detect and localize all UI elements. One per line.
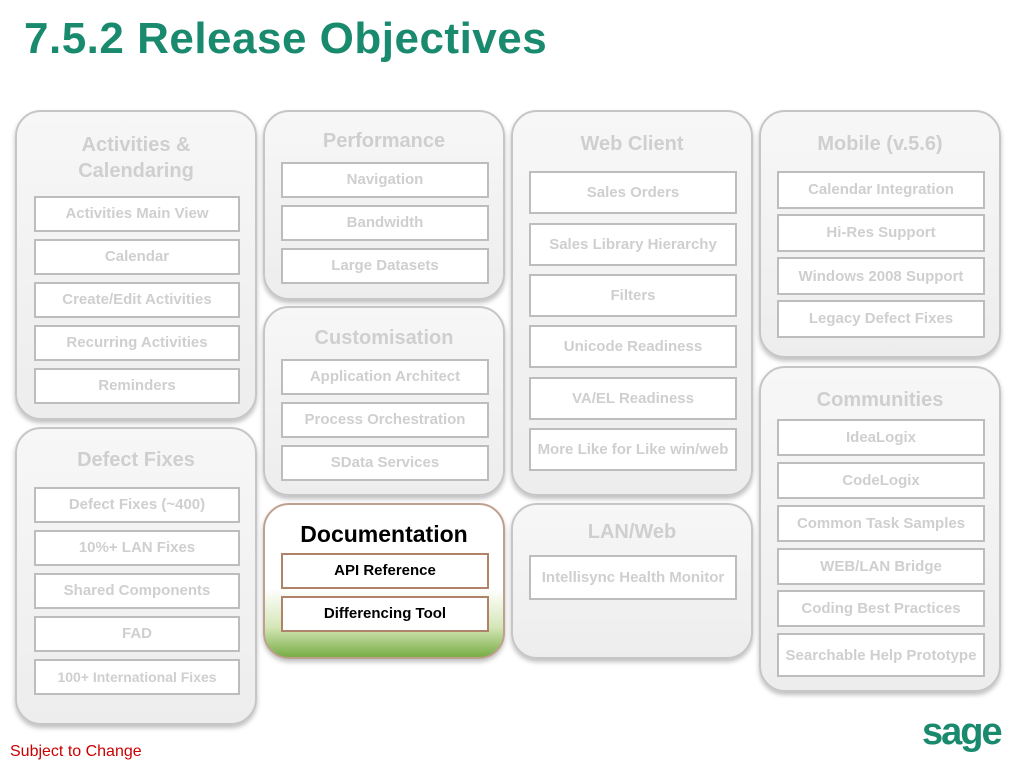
item-activities-main-view: Activities Main View [34,196,240,232]
page-title: 7.5.2 Release Objectives [24,14,548,63]
item-navigation: Navigation [281,162,489,198]
panel-title: Mobile (v.5.6) [817,133,943,155]
item-unicode-readiness: Unicode Readiness [529,325,737,368]
item-process-orchestration: Process Orchestration [281,402,489,438]
panel-activities-calendaring: Activities & Calendaring Activities Main… [15,110,257,420]
item-lan-fixes: 10%+ LAN Fixes [34,530,240,566]
item-international-fixes: 100+ International Fixes [34,659,240,695]
item-va-el-readiness: VA/EL Readiness [529,377,737,420]
panel-title: Customisation [314,327,454,349]
item-differencing-tool: Differencing Tool [281,596,489,632]
item-sales-library-hierarchy: Sales Library Hierarchy [529,223,737,266]
item-create-edit-activities: Create/Edit Activities [34,282,240,318]
panel-title: Communities [816,389,944,411]
panel-communities: Communities IdeaLogix CodeLogix Common T… [759,366,1001,692]
item-hi-res-support: Hi-Res Support [777,214,985,252]
logo-text: sage [922,712,1001,753]
item-calendar: Calendar [34,239,240,275]
item-calendar-integration: Calendar Integration [777,171,985,209]
item-shared-components: Shared Components [34,573,240,609]
item-common-task-samples: Common Task Samples [777,505,985,542]
panel-lan-web: LAN/Web Intellisync Health Monitor [511,503,753,659]
panel-title: Documentation [300,521,468,547]
item-application-architect: Application Architect [281,359,489,395]
panel-mobile: Mobile (v.5.6) Calendar Integration Hi-R… [759,110,1001,358]
panel-title: Activities & Calendaring [78,134,194,182]
item-filters: Filters [529,274,737,317]
item-idealogix: IdeaLogix [777,419,985,456]
item-web-lan-bridge: WEB/LAN Bridge [777,548,985,585]
item-sdata-services: SData Services [281,445,489,481]
item-reminders: Reminders [34,368,240,404]
panel-title: Defect Fixes [77,449,195,471]
item-intellisync-health-monitor: Intellisync Health Monitor [529,555,737,600]
footer-note: Subject to Change [10,743,142,760]
panel-documentation: Documentation API Reference Differencing… [263,503,505,659]
item-searchable-help-prototype: Searchable Help Prototype [777,633,985,677]
item-large-datasets: Large Datasets [281,248,489,284]
item-legacy-defect-fixes: Legacy Defect Fixes [777,300,985,338]
panel-defect-fixes: Defect Fixes Defect Fixes (~400) 10%+ LA… [15,427,257,725]
item-recurring-activities: Recurring Activities [34,325,240,361]
sage-logo: sage [922,712,1003,753]
item-sales-orders: Sales Orders [529,171,737,214]
item-like-for-like: More Like for Like win/web [529,428,737,471]
panel-web-client: Web Client Sales Orders Sales Library Hi… [511,110,753,496]
item-fad: FAD [34,616,240,652]
item-bandwidth: Bandwidth [281,205,489,241]
item-windows-2008-support: Windows 2008 Support [777,257,985,295]
item-codelogix: CodeLogix [777,462,985,499]
panel-performance: Performance Navigation Bandwidth Large D… [263,110,505,300]
panel-title: Web Client [580,133,684,155]
panel-title: LAN/Web [587,521,677,543]
item-api-reference: API Reference [281,553,489,589]
item-coding-best-practices: Coding Best Practices [777,590,985,627]
panel-customisation: Customisation Application Architect Proc… [263,306,505,496]
panel-title: Performance [322,130,446,152]
item-defect-fixes: Defect Fixes (~400) [34,487,240,523]
